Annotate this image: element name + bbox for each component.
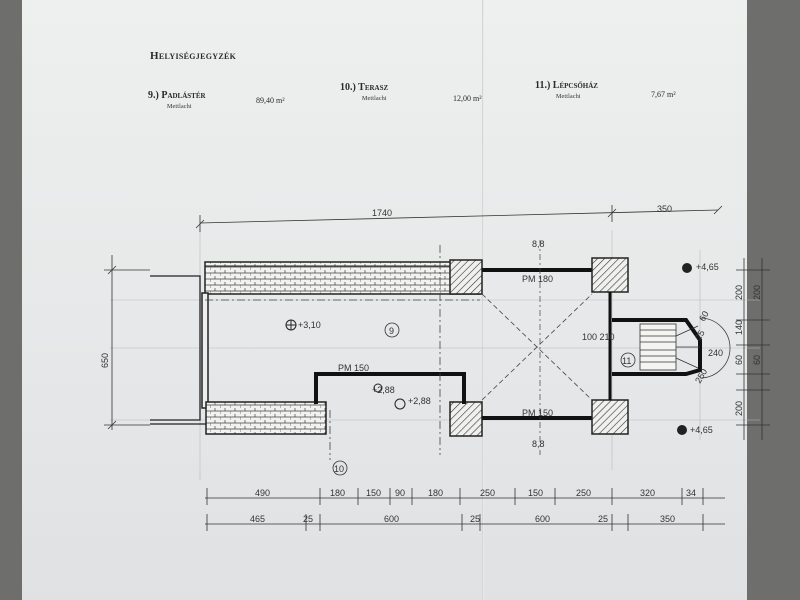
left-dimension-line bbox=[104, 255, 150, 430]
level-right-top: +4,65 bbox=[696, 262, 719, 272]
dim-row1-3: 150 bbox=[366, 488, 381, 498]
stair-level-2: 25 bbox=[693, 328, 707, 342]
dim-left-height: 650 bbox=[100, 353, 110, 368]
dim-right-2: 200 bbox=[752, 285, 762, 300]
dim-row1-4: 90 bbox=[395, 488, 405, 498]
dim-row1-5: 180 bbox=[428, 488, 443, 498]
stair bbox=[612, 317, 731, 379]
beam-bottom: PM 150 bbox=[522, 408, 553, 418]
top-dimension-line bbox=[195, 205, 723, 232]
dim-top-total: 1740 bbox=[372, 208, 392, 218]
note-bottom: 8,8 bbox=[532, 439, 545, 449]
right-dimension-lines bbox=[736, 258, 770, 440]
dim-row1-7: 150 bbox=[528, 488, 543, 498]
room-10-name: 10.) Terasz bbox=[340, 82, 389, 93]
level-main: +3,10 bbox=[298, 320, 321, 330]
room-list-title: Helyiségjegyzék bbox=[150, 50, 237, 62]
dim-row2-4: 25 bbox=[470, 514, 480, 524]
room-10-finish: Mettlachi bbox=[362, 96, 387, 102]
dim-row1-10: 34 bbox=[686, 488, 696, 498]
room-10-area: 12,00 m² bbox=[453, 94, 482, 103]
level-center: +2,88 bbox=[372, 385, 395, 395]
dim-row2-7: 350 bbox=[660, 514, 675, 524]
axis-lines bbox=[205, 245, 480, 460]
room-9-finish: Mettlachi bbox=[167, 104, 192, 110]
room-11-name: 11.) Lépcsőház bbox=[535, 80, 598, 91]
room-9-tag: 9 bbox=[389, 326, 394, 336]
bottom-wall-band bbox=[205, 401, 327, 435]
level-right-bottom: +4,65 bbox=[690, 425, 713, 435]
right-block bbox=[481, 240, 629, 455]
stair-level-1: 60 bbox=[697, 309, 711, 323]
room-11-tag: 11 bbox=[622, 356, 631, 366]
left-wall bbox=[201, 292, 209, 409]
dim-right-5: 60 bbox=[752, 355, 762, 365]
dim-row2-1: 465 bbox=[250, 514, 265, 524]
room-11-finish: Mettlachi bbox=[556, 94, 581, 100]
dim-row2-5: 600 bbox=[535, 514, 550, 524]
dim-row1-2: 180 bbox=[330, 488, 345, 498]
dim-row1-6: 250 bbox=[480, 488, 495, 498]
bottom-dimension-line-1 bbox=[205, 488, 725, 505]
dim-right-1: 200 bbox=[734, 285, 744, 300]
room-10-tag: 10 bbox=[334, 464, 344, 474]
dim-row2-2: 25 bbox=[303, 514, 313, 524]
dim-top-right: 350 bbox=[657, 204, 672, 214]
inner-wall bbox=[314, 372, 466, 404]
room-11-area: 7,67 m² bbox=[651, 90, 676, 99]
column-top-mid bbox=[449, 259, 483, 295]
dim-row1-8: 250 bbox=[576, 488, 591, 498]
level-markers bbox=[285, 263, 692, 435]
dim-row1-9: 320 bbox=[640, 488, 655, 498]
beam-mid: PM 150 bbox=[338, 363, 369, 373]
dim-row2-3: 600 bbox=[384, 514, 399, 524]
dim-right-4: 60 bbox=[734, 355, 744, 365]
column-bottom-mid bbox=[449, 401, 483, 437]
room-9-name: 9.) Padlástér bbox=[148, 90, 206, 101]
note-top: 8,8 bbox=[532, 239, 545, 249]
dim-row1-1: 490 bbox=[255, 488, 270, 498]
stair-level-3: 240 bbox=[708, 348, 723, 358]
level-lower: +2,88 bbox=[408, 396, 431, 406]
room-9-area: 89,40 m² bbox=[256, 96, 285, 105]
outline bbox=[150, 275, 206, 425]
note-mid: 100 210 bbox=[582, 332, 615, 342]
bottom-dimension-line-2 bbox=[205, 514, 725, 531]
dim-row2-6: 25 bbox=[598, 514, 608, 524]
beam-top: PM 180 bbox=[522, 274, 553, 284]
top-wall-band bbox=[204, 261, 481, 295]
dim-right-3: 140 bbox=[734, 320, 744, 335]
dim-right-6: 200 bbox=[734, 401, 744, 416]
